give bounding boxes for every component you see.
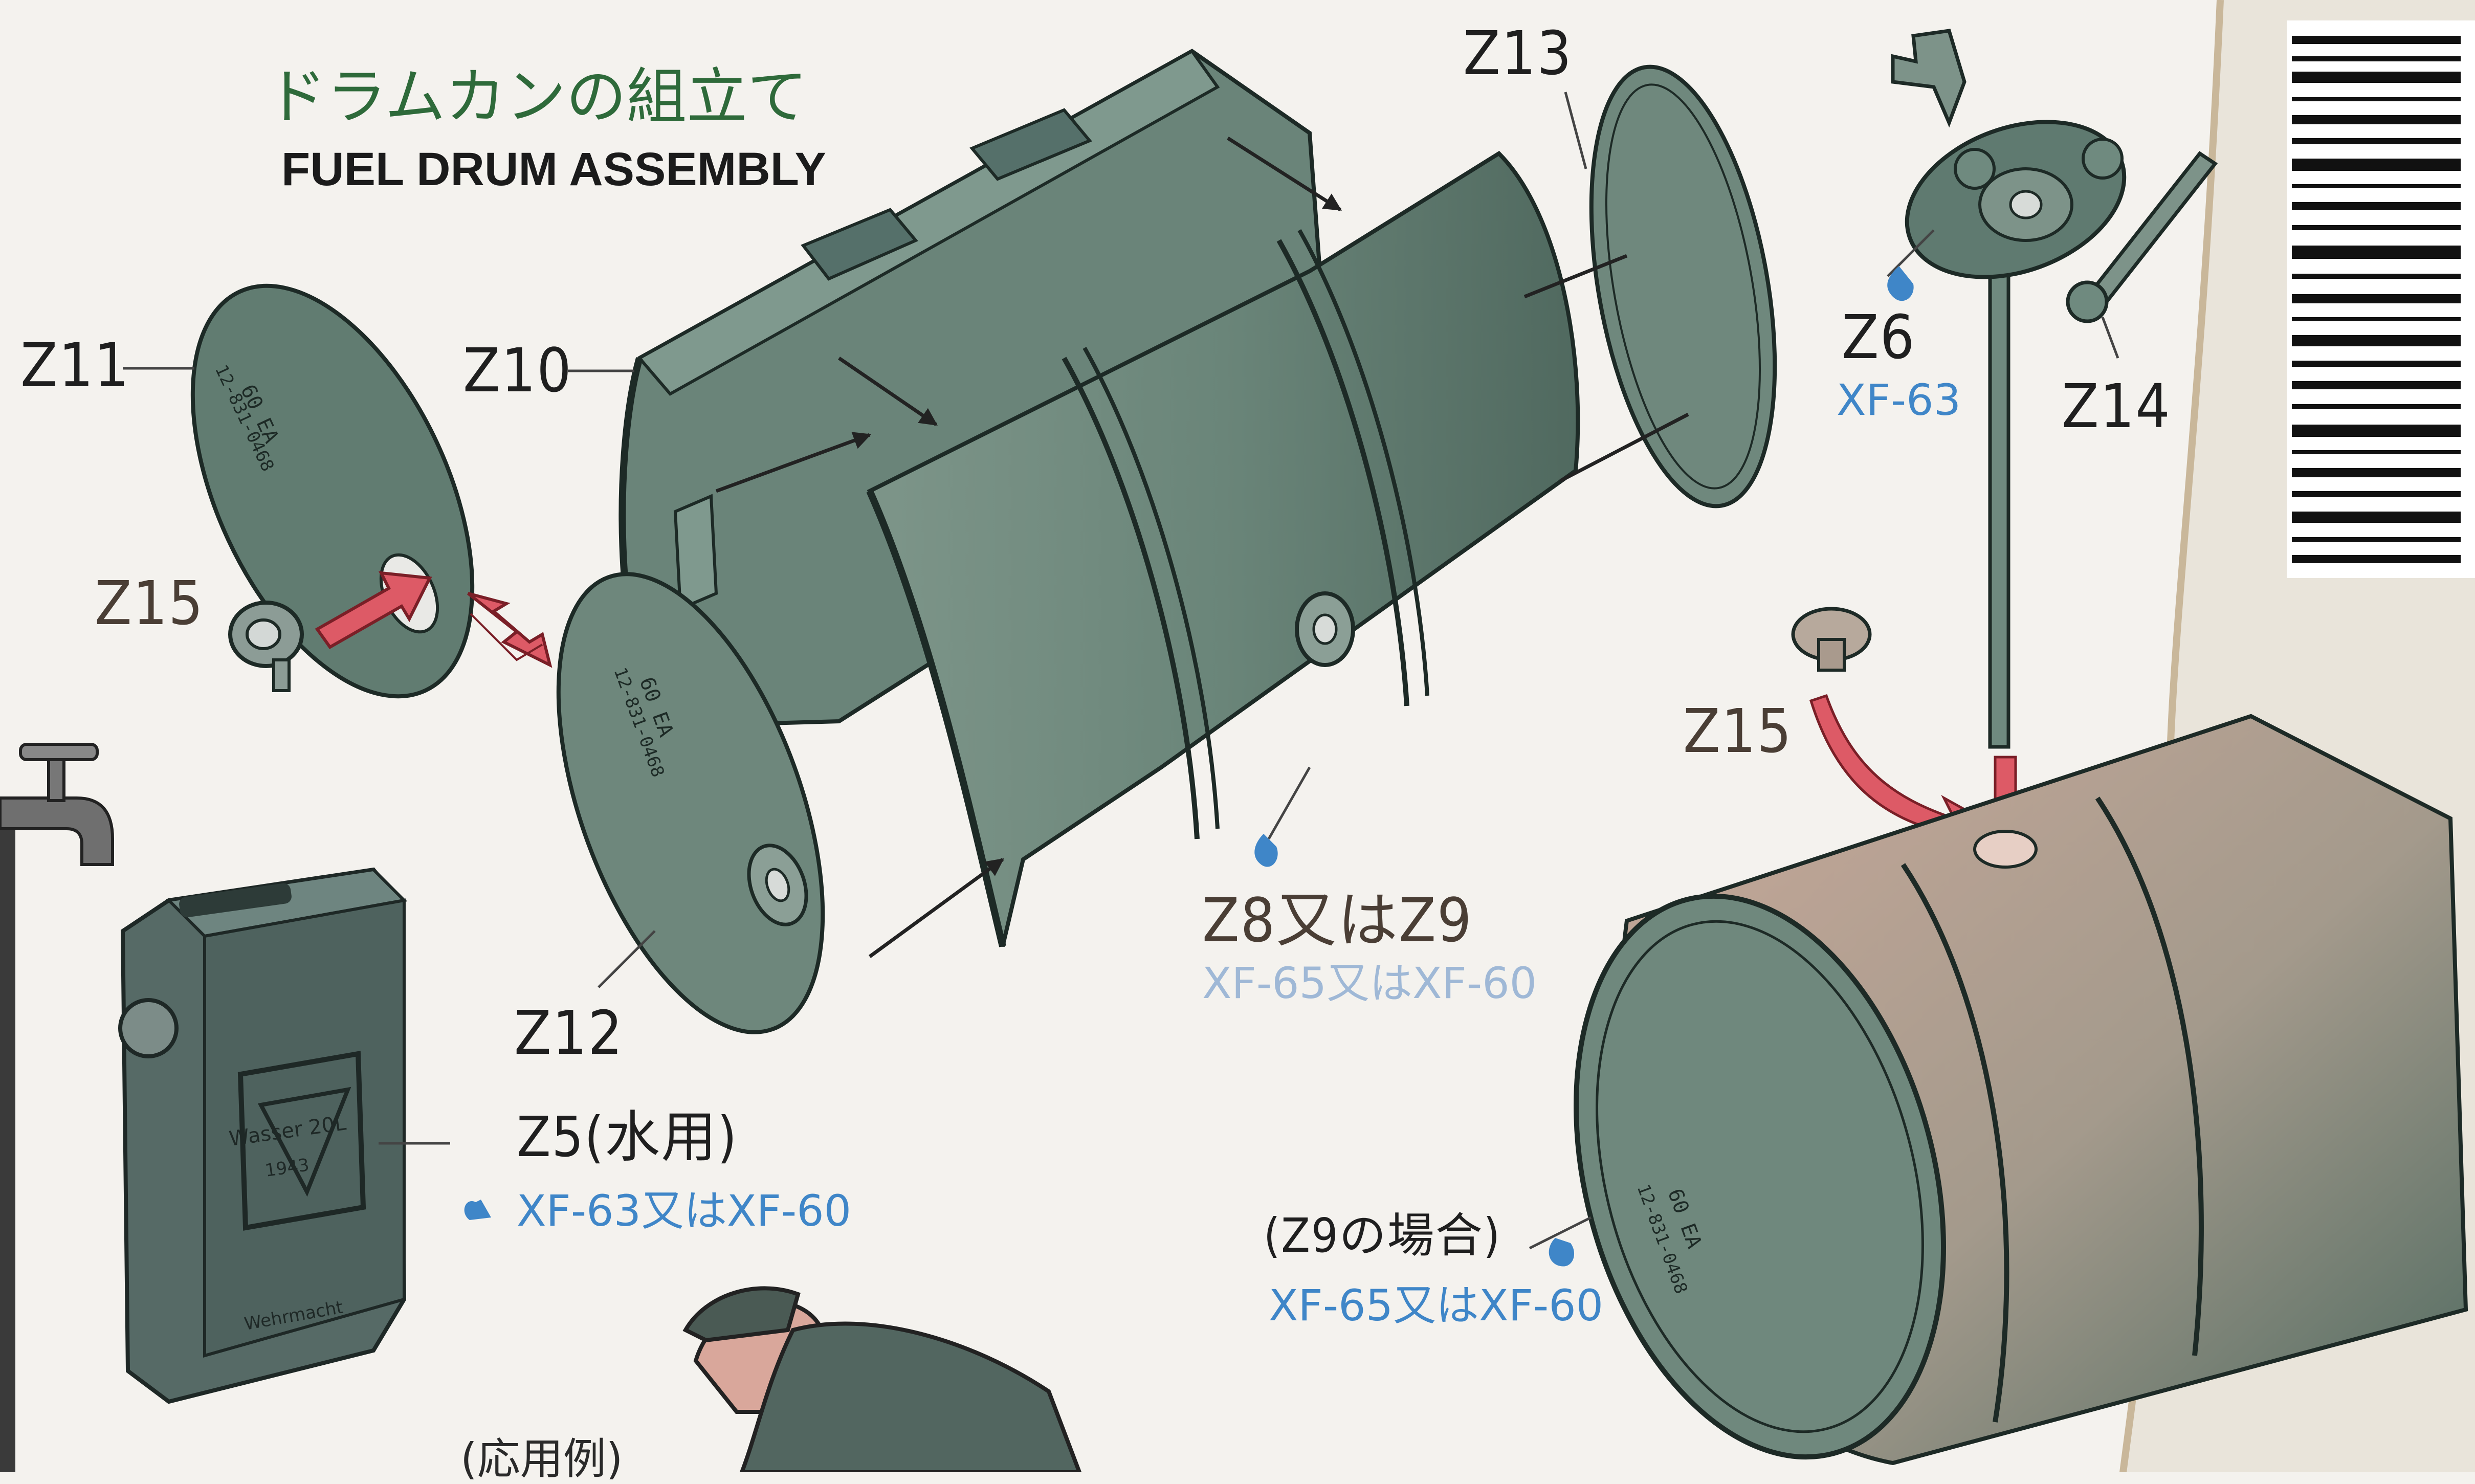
label-z5-water: Z5(水用) [517, 1105, 738, 1169]
paint-drop-icon [1549, 1238, 1575, 1267]
soldier-figure-illustration [682, 1286, 1082, 1472]
handle-z14-illustration [2066, 151, 2218, 323]
lid-z11-illustration: 60 EA 12-831-0468 [190, 283, 475, 699]
label-z12: Z12 [514, 998, 624, 1068]
label-z8-or-z9: Z8又はZ9 [1202, 885, 1473, 956]
label-z15-right: Z15 [1683, 696, 1793, 766]
label-z15-left: Z15 [95, 568, 204, 638]
paint-drop-icon [1254, 834, 1278, 867]
jerrycan-z5-illustration: Wasser 20L 1943 Wehrmacht [118, 867, 408, 1404]
lid-z13-illustration [1589, 64, 1777, 508]
label-z10: Z10 [463, 335, 572, 406]
paint-z5: XF-63又はXF-60 [517, 1186, 852, 1236]
label-z13: Z13 [1463, 18, 1573, 88]
finished-drum-illustration: 60 EA 12-831-0468 [1574, 714, 2468, 1466]
insert-arrow-left [315, 571, 432, 649]
cap-z15-left-illustration [228, 601, 304, 692]
paint-z6: XF-63 [1837, 375, 1961, 425]
paint-z9-case: XF-65又はXF-60 [1269, 1280, 1604, 1331]
pump-z6-illustration [1891, 29, 2127, 749]
assembly-arrows [715, 137, 1689, 958]
drum-half-z8-z9-illustration [866, 150, 1580, 947]
drum-half-z10-illustration [618, 49, 1333, 729]
paint-drum-body: XF-65又はXF-60 [1202, 958, 1537, 1008]
footer-application-example: (応用例) [460, 1434, 623, 1484]
leader-lines [123, 92, 2119, 1250]
label-z9-case: (Z9の場合) [1264, 1208, 1501, 1263]
label-z14: Z14 [2062, 371, 2171, 441]
paint-drop-icon [1887, 266, 1914, 301]
cap-z15-right-illustration [1791, 607, 1872, 672]
title-english: FUEL DRUM ASSEMBLY [281, 143, 826, 195]
label-z6: Z6 [1842, 302, 1916, 372]
water-faucet-illustration [0, 743, 114, 1472]
paint-drop-icons [464, 266, 1914, 1267]
swap-arrow [467, 592, 553, 668]
title-japanese: ドラムカンの組立て [266, 61, 808, 132]
label-z11: Z11 [20, 330, 130, 401]
lid-z12-illustration: 60 EA 12-831-0468 [556, 572, 825, 1034]
barcode-graphic [2287, 20, 2475, 578]
paint-drop-icon [464, 1200, 491, 1220]
